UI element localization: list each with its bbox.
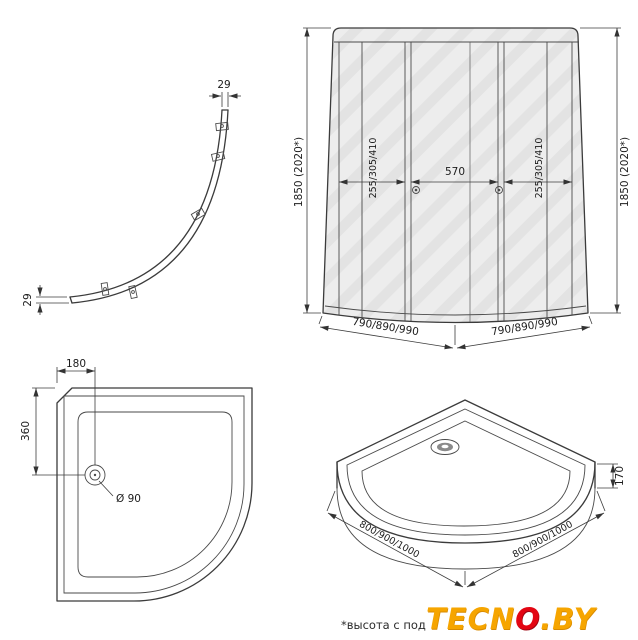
tray-iso-body [336,399,596,570]
dim-label-tray-side-right: 800/900/1000 [511,519,575,561]
dim-label-door-center: 570 [445,166,465,178]
dim-label-height-left: 1850 (2020*) [293,137,305,207]
glass-profile-arc [69,109,229,304]
brand-logo-o: O [515,602,541,636]
brand-logo: TECNO.BY [426,602,596,637]
dim-label-panel-left: 255/305/410 [368,138,379,199]
dimension-drain-offset-x: 180 [56,358,96,465]
dim-label-tray-height: 170 [614,466,626,486]
front-view-drawing: 1850 (2020*) 1850 (2020*) 255/305/410 57… [293,27,631,350]
dimension-height-left: 1850 (2020*) [293,27,331,314]
tray-plan-drawing: 180 360 Ø 90 [20,358,253,602]
drain-plan [84,464,106,486]
dimension-tray-side-left: 800/900/1000 [326,490,466,588]
dim-label-tray-side-left: 800/900/1000 [357,519,421,561]
door-handle-right [495,186,503,194]
brand-logo-prefix: TECN [426,602,516,636]
dim-label-profile-width-top: 29 [217,79,230,91]
dim-label-height-right: 1850 (2020*) [619,137,631,207]
drain-iso [430,439,460,455]
footnote: *высота с под [341,618,426,632]
dimension-drain-diameter: Ø 90 [98,480,141,505]
dimension-panel-chain: 255/305/410 570 255/305/410 [339,138,572,199]
dim-label-profile-width-left: 29 [22,293,34,306]
tray-plan-body [56,387,253,602]
tray-iso-view: 170 800/900/1000 800/900/1000 [320,385,638,603]
profile-view: 29 29 [20,15,280,345]
dimension-height-right: 1850 (2020*) [580,27,631,314]
tray-iso-drawing: 170 800/900/1000 800/900/1000 [326,399,626,588]
dimension-profile-width-left: 29 [22,285,69,315]
dimension-profile-width-top: 29 [209,79,241,107]
dim-label-drain-diameter: Ø 90 [116,493,141,505]
dimension-tray-side-right: 800/900/1000 [466,490,606,588]
dimension-drain-offset-y: 360 [20,387,85,476]
profile-view-drawing: 29 29 [22,79,241,315]
dim-label-drain-offset-y: 360 [20,421,32,441]
brand-logo-suffix: .BY [540,602,596,636]
front-view: 1850 (2020*) 1850 (2020*) 255/305/410 57… [293,10,638,362]
tray-plan-view: 180 360 Ø 90 [20,355,290,623]
dim-label-panel-right: 255/305/410 [534,138,545,199]
dim-label-drain-offset-x: 180 [66,358,86,370]
door-handle-left [412,186,420,194]
roller-hardware [100,121,229,300]
dimension-tray-height: 170 [597,463,626,489]
